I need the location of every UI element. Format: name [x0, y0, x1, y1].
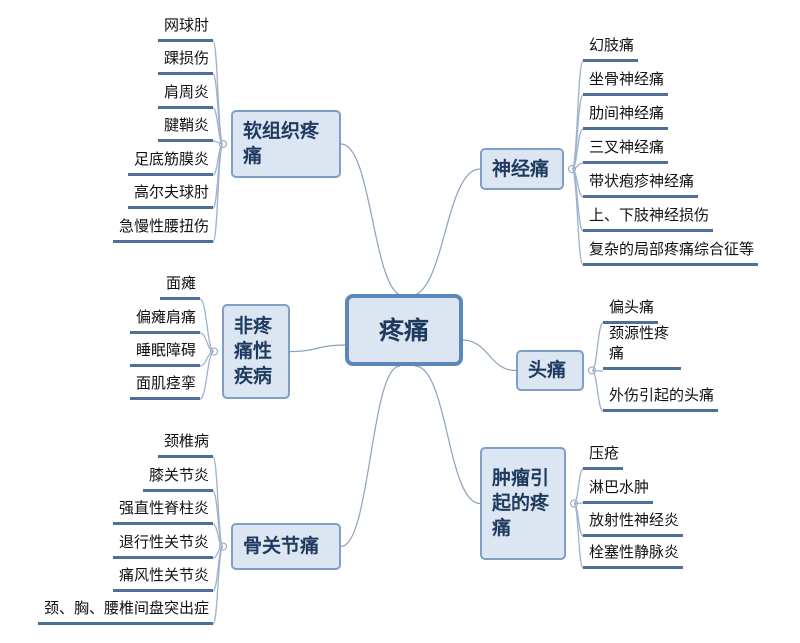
connector: [573, 502, 584, 505]
connector: [591, 322, 604, 372]
leaf-item[interactable]: 痛风性关节炎: [112, 565, 213, 592]
leaf-item[interactable]: 坐骨神经痛: [583, 69, 669, 96]
leaf-item[interactable]: 幻肢痛: [583, 35, 639, 62]
branch-node-soft[interactable]: 软组织疼痛: [231, 110, 341, 178]
leaf-item[interactable]: 压疮: [583, 443, 624, 470]
branch-node-nerve[interactable]: 神经痛: [480, 148, 564, 190]
leaf-item[interactable]: 颈、胸、腰椎间盘突出症: [37, 598, 213, 625]
leaf-item[interactable]: 面肌痉挛: [129, 373, 200, 400]
leaf-item[interactable]: 面瘫: [159, 273, 200, 300]
leaf-item[interactable]: 放射性神经炎: [583, 510, 684, 537]
branch-node-head[interactable]: 头痛: [516, 350, 584, 391]
leaf-item[interactable]: 肩周炎: [157, 82, 213, 109]
connector: [414, 365, 481, 505]
connector: [409, 168, 481, 297]
leaf-item[interactable]: 肋间神经痛: [583, 103, 669, 130]
leaf-item[interactable]: 踝损伤: [157, 48, 213, 75]
connector: [573, 502, 584, 569]
connector: [212, 107, 224, 145]
leaf-item[interactable]: 三叉神经痛: [583, 137, 669, 164]
leaf-item[interactable]: 睡眠障碍: [129, 340, 200, 367]
leaf-item[interactable]: 急慢性腰扭伤: [112, 216, 213, 243]
connector: [212, 143, 224, 243]
leaf-item[interactable]: 带状疱疹神经痛: [583, 171, 699, 198]
connector: [199, 350, 215, 400]
leaf-item[interactable]: 外伤引起的头痛: [603, 385, 719, 412]
leaf-item[interactable]: 网球肘: [157, 15, 213, 42]
connector: [199, 332, 215, 353]
connector: [461, 339, 517, 372]
connector: [289, 344, 346, 353]
connector: [571, 168, 584, 266]
connector: [573, 468, 584, 505]
leaf-item[interactable]: 膝关节炎: [142, 465, 213, 492]
connector: [340, 365, 401, 548]
connector: [199, 298, 215, 353]
leaf-item[interactable]: 退行性关节炎: [112, 532, 213, 559]
branch-node-tumor[interactable]: 肿瘤引起的疼痛: [480, 447, 566, 560]
leaf-item[interactable]: 偏瘫肩痛: [129, 307, 200, 334]
connector: [212, 545, 224, 625]
leaf-item[interactable]: 高尔夫球肘: [127, 182, 213, 209]
leaf-item[interactable]: 颈椎病: [157, 431, 213, 458]
leaf-item[interactable]: 复杂的局部疼痛综合征等: [583, 239, 759, 266]
center-node[interactable]: 疼痛: [345, 294, 463, 366]
connector: [591, 369, 604, 412]
branch-node-nonpain[interactable]: 非疼痛性疾病: [222, 304, 290, 399]
leaf-item[interactable]: 偏头痛: [603, 297, 659, 324]
connector: [212, 523, 224, 548]
leaf-item[interactable]: 栓塞性静脉炎: [583, 542, 684, 569]
leaf-item[interactable]: 腱鞘炎: [157, 115, 213, 142]
connector: [571, 128, 584, 170]
leaf-item[interactable]: 强直性脊柱炎: [112, 498, 213, 525]
branch-node-bone[interactable]: 骨关节痛: [231, 523, 341, 570]
connector: [340, 143, 405, 297]
leaf-item[interactable]: 颈源性疼痛: [603, 323, 681, 370]
leaf-item[interactable]: 足底筋膜炎: [127, 149, 213, 176]
leaf-item[interactable]: 淋巴水肿: [583, 477, 654, 504]
leaf-item[interactable]: 上、下肢神经损伤: [583, 205, 714, 232]
